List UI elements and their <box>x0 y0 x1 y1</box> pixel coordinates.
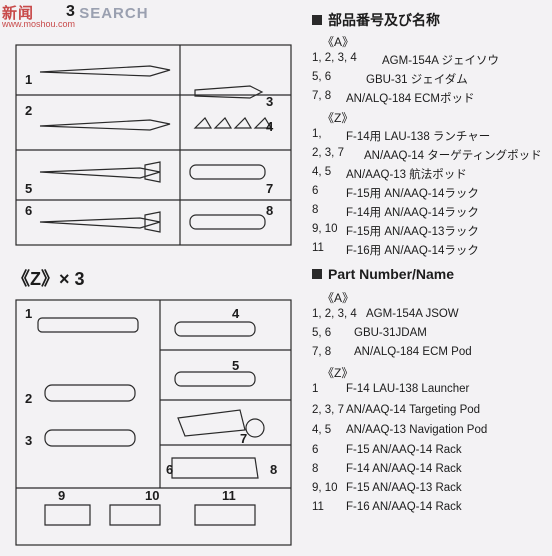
sprue-z-part-label: 3 <box>25 433 32 448</box>
sprue-z-part-label: 7 <box>240 431 247 446</box>
sprue-a-diagram: 1 2 3 4 5 6 7 8 <box>15 44 292 246</box>
en-group-a: 《A》 <box>322 291 355 305</box>
jp-group-z: 《Z》 <box>322 111 354 125</box>
part-launcher-1 <box>37 317 139 333</box>
sprue-z-diagram: 1 2 3 4 5 6 7 8 9 10 11 <box>15 299 292 546</box>
part-rack-9 <box>44 504 91 526</box>
part-rack-10 <box>109 504 161 526</box>
part-ecm-7 <box>189 164 266 180</box>
sprue-z-frame <box>15 299 292 546</box>
sprue-z-part-label: 4 <box>232 306 240 321</box>
watermark-site: www.moshou.com <box>2 19 76 29</box>
jp-group-a: 《A》 <box>322 35 355 49</box>
sprue-a-part-label: 6 <box>25 203 32 218</box>
sprue-z-label: 《Z》× 3 <box>12 269 85 289</box>
part-fins-4 <box>193 117 273 129</box>
en-section-title: Part Number/Name <box>312 266 454 282</box>
part-rack-8 <box>171 457 259 479</box>
en-group-z: 《Z》 <box>322 366 354 380</box>
part-jsow-1 <box>39 65 171 77</box>
square-bullet-icon <box>312 269 322 279</box>
part-tgt-pod-2 <box>44 384 136 402</box>
sprue-a-frame <box>15 44 292 246</box>
sprue-z-part-label: 5 <box>232 358 239 373</box>
part-jdam-5 <box>39 161 161 183</box>
part-nav-pod-5 <box>174 371 256 387</box>
part-jsow-2 <box>39 119 171 131</box>
part-rack-6 <box>177 409 246 437</box>
part-wing-3 <box>194 85 264 99</box>
sprue-z-part-label: 11 <box>222 488 236 503</box>
sprue-z-part-label: 9 <box>58 488 65 503</box>
part-nav-pod-4 <box>174 321 256 337</box>
sprue-z-part-label: 1 <box>25 306 32 321</box>
sprue-a-part-label: 8 <box>266 203 273 218</box>
watermark-brand-en: SEARCH <box>79 5 149 22</box>
part-pod-end-7 <box>245 418 265 438</box>
part-jdam-6 <box>39 211 161 233</box>
sprue-a-part-label: 4 <box>266 119 274 134</box>
sprue-a-part-label: 7 <box>266 181 273 196</box>
sprue-a-part-label: 2 <box>25 103 32 118</box>
part-rack-11 <box>194 504 256 526</box>
sprue-a-count: 3 <box>66 3 75 20</box>
part-ecm-8 <box>189 214 266 230</box>
sprue-z-part-label: 2 <box>25 391 32 406</box>
jp-section-title: 部品番号及び名称 <box>312 10 440 30</box>
sprue-a-part-label: 1 <box>25 72 32 87</box>
sprue-a-part-label: 3 <box>266 94 273 109</box>
jp-section-title-text: 部品番号及び名称 <box>328 12 440 28</box>
sprue-a-part-label: 5 <box>25 181 32 196</box>
sprue-z-part-label: 8 <box>270 462 277 477</box>
part-tgt-pod-3 <box>44 429 136 447</box>
en-section-title-text: Part Number/Name <box>328 266 455 282</box>
watermark-logo: 新闻 SEARCH <box>2 2 149 23</box>
sprue-z-part-label: 6 <box>166 462 173 477</box>
square-bullet-icon <box>312 15 322 25</box>
watermark-brand-cn: 新闻 <box>2 5 35 22</box>
sprue-z-part-label: 10 <box>145 488 159 503</box>
